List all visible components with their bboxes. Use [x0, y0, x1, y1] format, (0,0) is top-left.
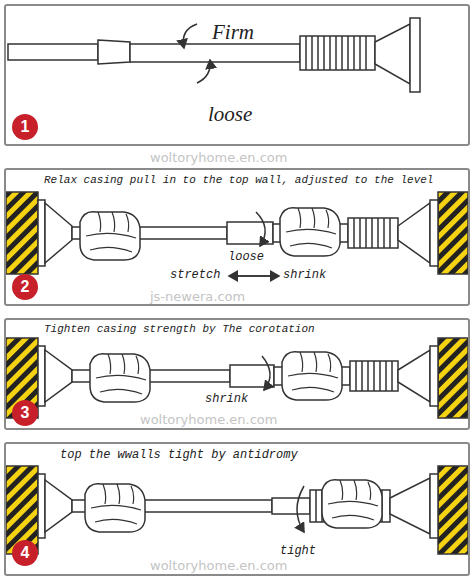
rod-drawing [8, 18, 420, 92]
callout-number: 2 [21, 278, 30, 296]
step-number: 1 [12, 114, 38, 140]
rod-drawing [6, 338, 468, 418]
callout-number: 4 [21, 544, 30, 562]
step-panel: top the wwalls tight by antidromy tight 4 [4, 442, 470, 576]
watermark: woltoryhome.en.com [150, 150, 287, 165]
step-instruction: Relax casing pull in to the top wall, ad… [44, 174, 433, 186]
step-panel: Firm loose 1 [4, 4, 470, 146]
step-number: 3 [12, 400, 38, 426]
step-instruction: Tighten casing strength by The corotatio… [44, 323, 315, 335]
motion-label: Firm [212, 20, 254, 45]
motion-label: loose [228, 250, 264, 264]
rod-drawing [6, 192, 468, 276]
step-number: 2 [12, 274, 38, 300]
rod-drawing [6, 466, 468, 554]
callout-number: 1 [21, 118, 30, 136]
motion-label: tight [280, 544, 316, 558]
motion-label: shrink [283, 268, 326, 282]
step-panel: Relax casing pull in to the top wall, ad… [4, 168, 470, 306]
step-instruction: top the wwalls tight by antidromy [60, 448, 298, 462]
watermark: woltoryhome.en.com [140, 412, 277, 427]
motion-label: shrink [205, 392, 248, 406]
step-number: 4 [12, 540, 38, 566]
motion-label: loose [208, 102, 252, 127]
watermark: js-newera.com [150, 289, 245, 304]
motion-label: stretch [170, 268, 220, 282]
callout-number: 3 [21, 404, 30, 422]
watermark: woltoryhome.en.com [150, 558, 287, 573]
